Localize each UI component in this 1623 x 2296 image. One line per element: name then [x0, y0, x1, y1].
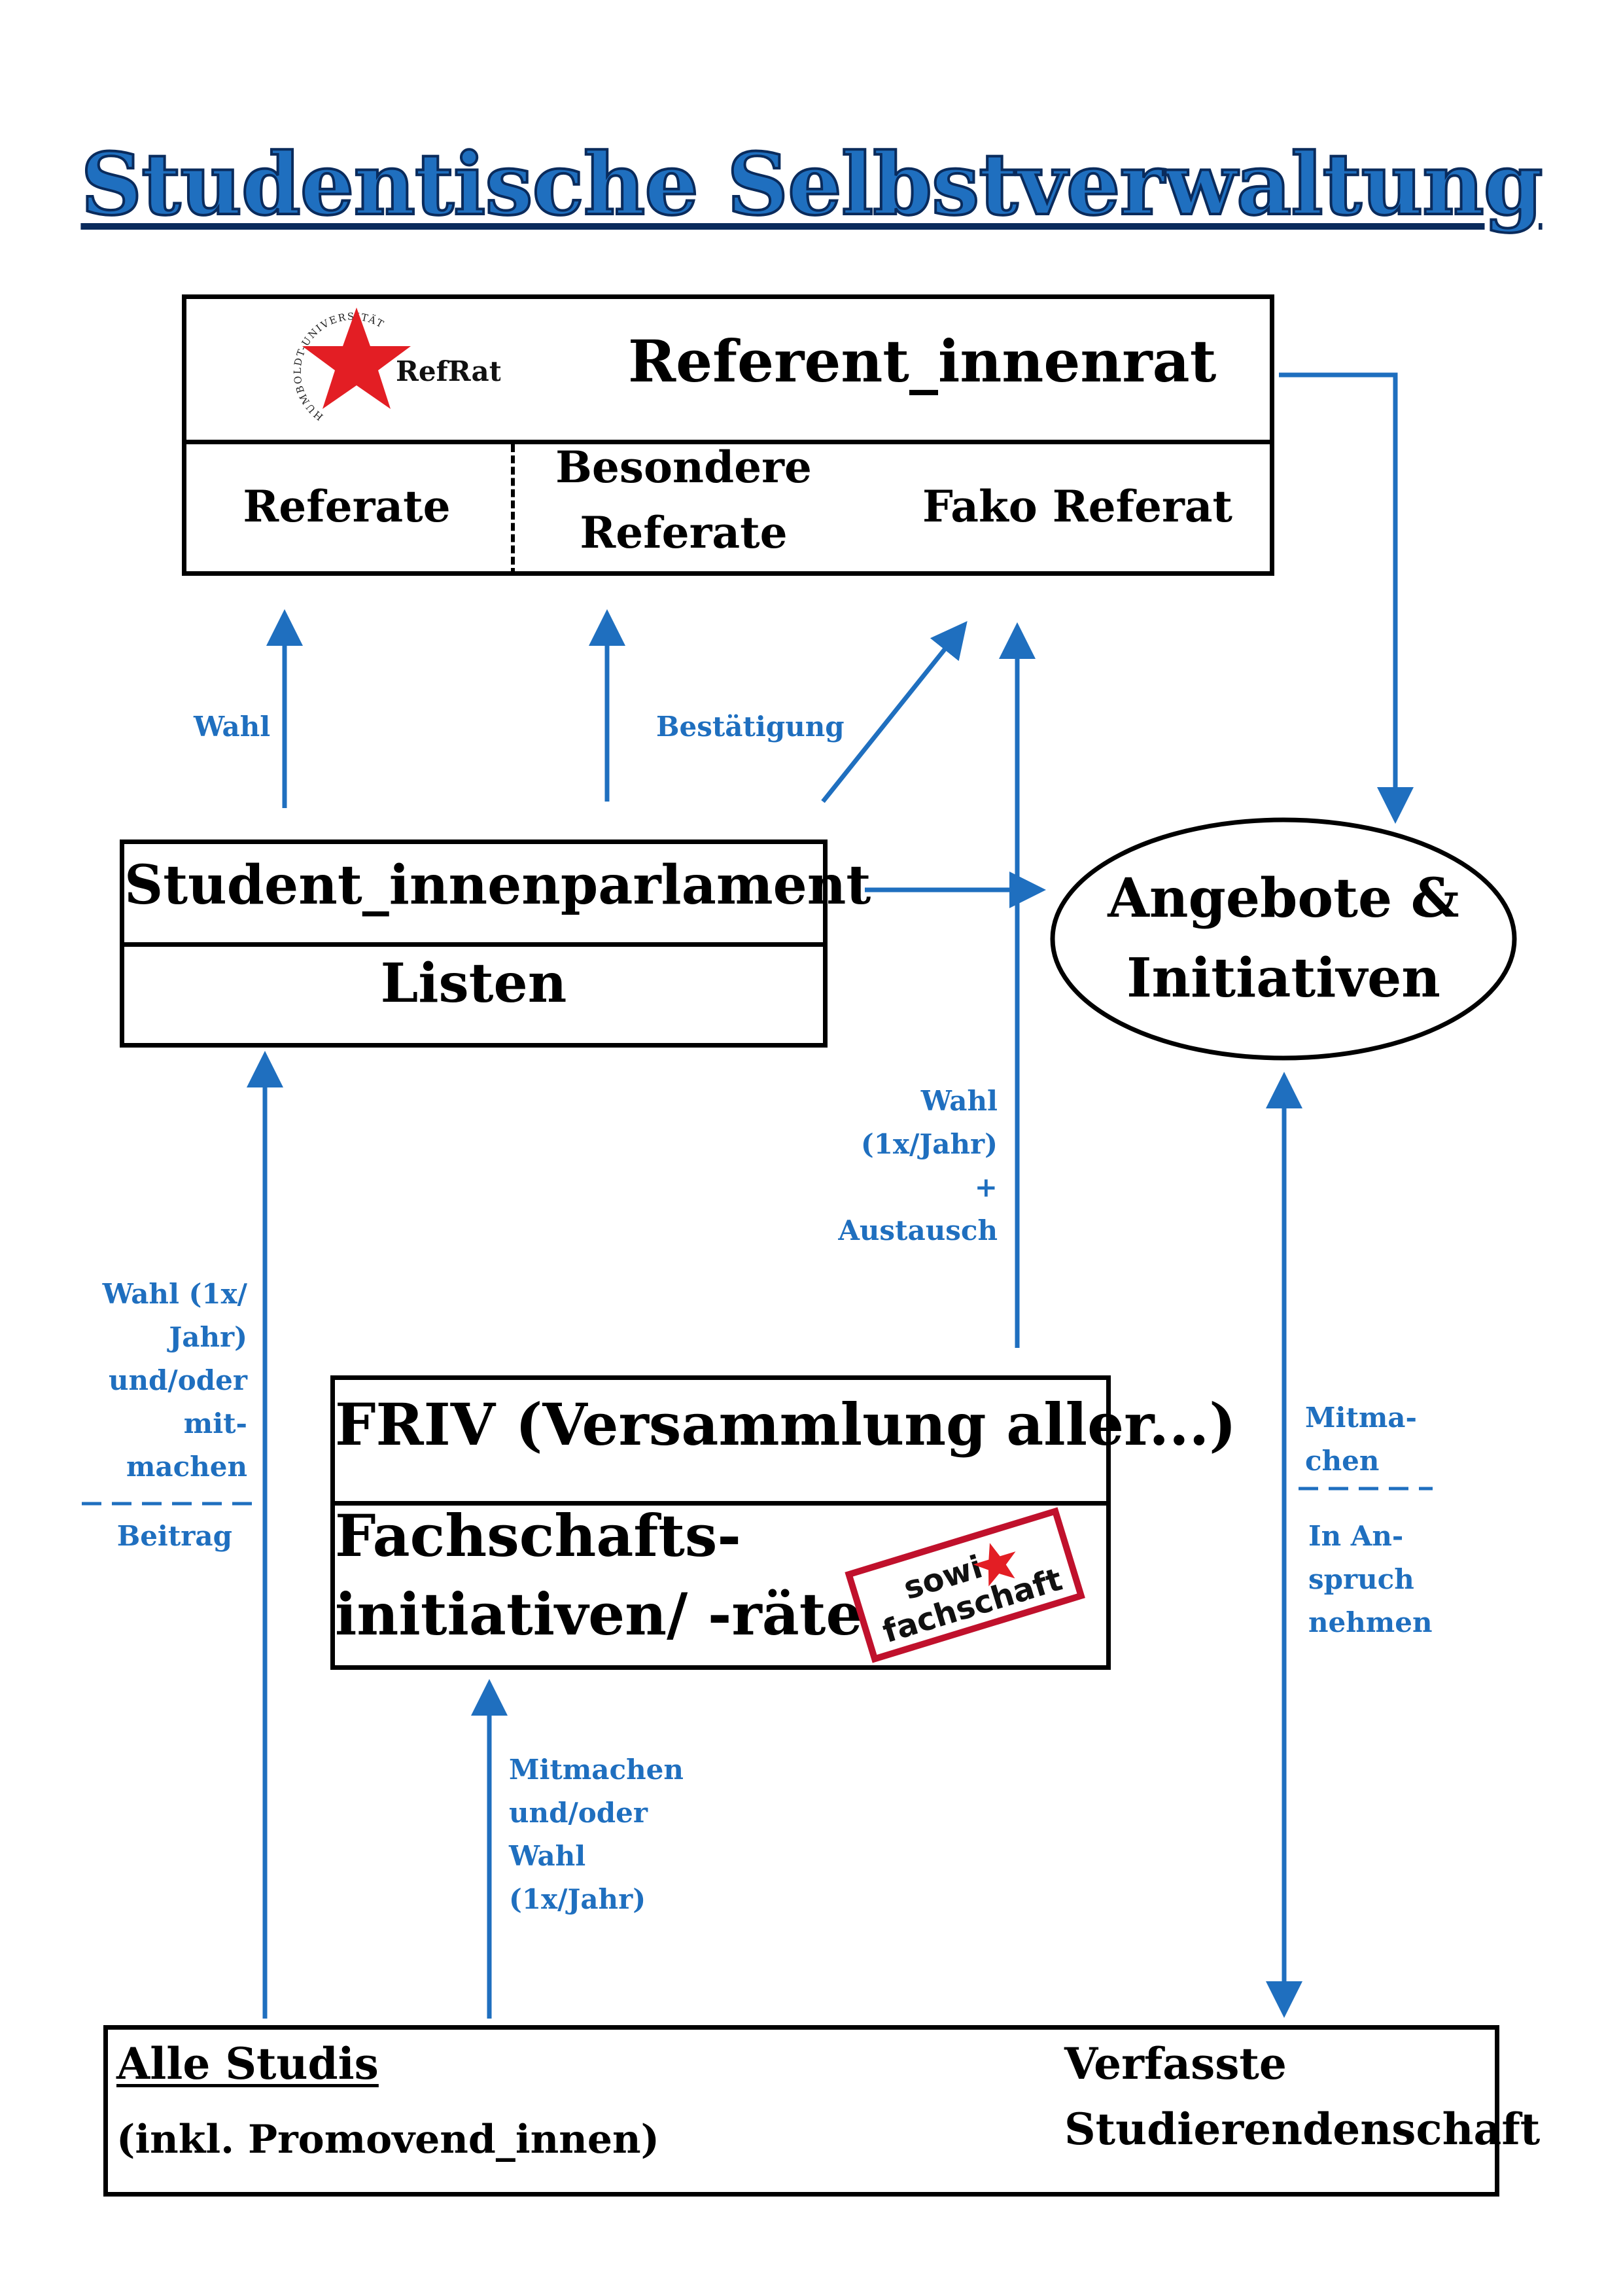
label-friv-in-3: Wahl: [509, 1840, 586, 1872]
label-mitmachen-2: chen: [1305, 1445, 1380, 1477]
label-beitrag: Beitrag: [116, 1520, 232, 1552]
label-anspruch-3: nehmen: [1308, 1606, 1433, 1638]
arrow-refrat-angebote: [1279, 372, 1414, 824]
label-friv-in-1: Mitmachen: [509, 1754, 684, 1786]
friv-divider: [335, 1501, 1106, 1506]
fachschafts-line-1: Fachschafts-: [335, 1502, 741, 1570]
angebote-line-2: Initiativen: [1126, 947, 1440, 1010]
label-mitmachen-1: Mitma-: [1305, 1402, 1417, 1434]
label-anspruch-1: In An-: [1308, 1520, 1404, 1552]
label-wahl-friv-4: Austausch: [838, 1214, 998, 1246]
fachschafts-line-2: initiativen/ -räte: [335, 1580, 863, 1648]
stupa-name: Student_innenparlament: [124, 854, 871, 917]
label-anspruch-2: spruch: [1308, 1563, 1414, 1595]
alle-studis-label: Alle Studis: [116, 2038, 379, 2089]
verfasste-line-1: Verfasste: [1064, 2038, 1287, 2089]
stupa-divider: [124, 942, 823, 947]
label-studis-stupa-2: Jahr): [169, 1321, 247, 1353]
arrow-stupa-fako: [821, 621, 968, 804]
besondere-label-1: Besondere: [555, 442, 812, 493]
label-studis-stupa-1: Wahl (1x/: [102, 1278, 247, 1310]
sowi-fachschaft-logo: sowi fachschaft: [845, 1507, 1085, 1663]
inkl-promovend-label: (inkl. Promovend_innen): [116, 2117, 660, 2163]
label-studis-stupa-5: machen: [126, 1451, 247, 1483]
label-bestaetigung: Bestätigung: [656, 711, 845, 743]
stupa-box: [120, 839, 828, 1048]
angebote-line-1: Angebote &: [1108, 867, 1459, 930]
listen-label: Listen: [380, 952, 567, 1015]
label-wahl-friv-3: +: [974, 1171, 998, 1203]
fako-label: Fako Referat: [922, 481, 1232, 532]
page-title: Studentische Selbstverwaltung: [79, 133, 1544, 236]
friv-name: FRIV (Versammlung aller...): [335, 1390, 1236, 1458]
star-icon: [302, 308, 411, 409]
logo-text: RefRat: [396, 355, 500, 387]
angebote-ellipse: [1050, 817, 1517, 1061]
alle-studis-box: [103, 2025, 1499, 2197]
label-wahl-friv-1: Wahl: [920, 1085, 998, 1117]
refrat-divider: [186, 440, 1270, 444]
label-studis-stupa-3: und/oder: [108, 1364, 247, 1396]
refrat-name: Referent_innenrat: [628, 327, 1217, 395]
referate-label: Referate: [243, 481, 451, 532]
besondere-label-2: Referate: [580, 507, 788, 558]
refrat-dashed-divider: [511, 444, 515, 576]
label-wahl-friv-2: (1x/Jahr): [860, 1128, 998, 1160]
label-studis-stupa-4: mit-: [183, 1407, 247, 1439]
label-friv-in-2: und/oder: [509, 1797, 648, 1829]
label-friv-in-4: (1x/Jahr): [509, 1883, 646, 1915]
verfasste-line-2: Studierendenschaft: [1064, 2104, 1541, 2155]
star-icon: [973, 1543, 1016, 1587]
refrat-logo: HUMBOLDT-UNIVERSITÄT RefRat: [292, 308, 500, 423]
label-wahl: Wahl: [194, 711, 271, 743]
